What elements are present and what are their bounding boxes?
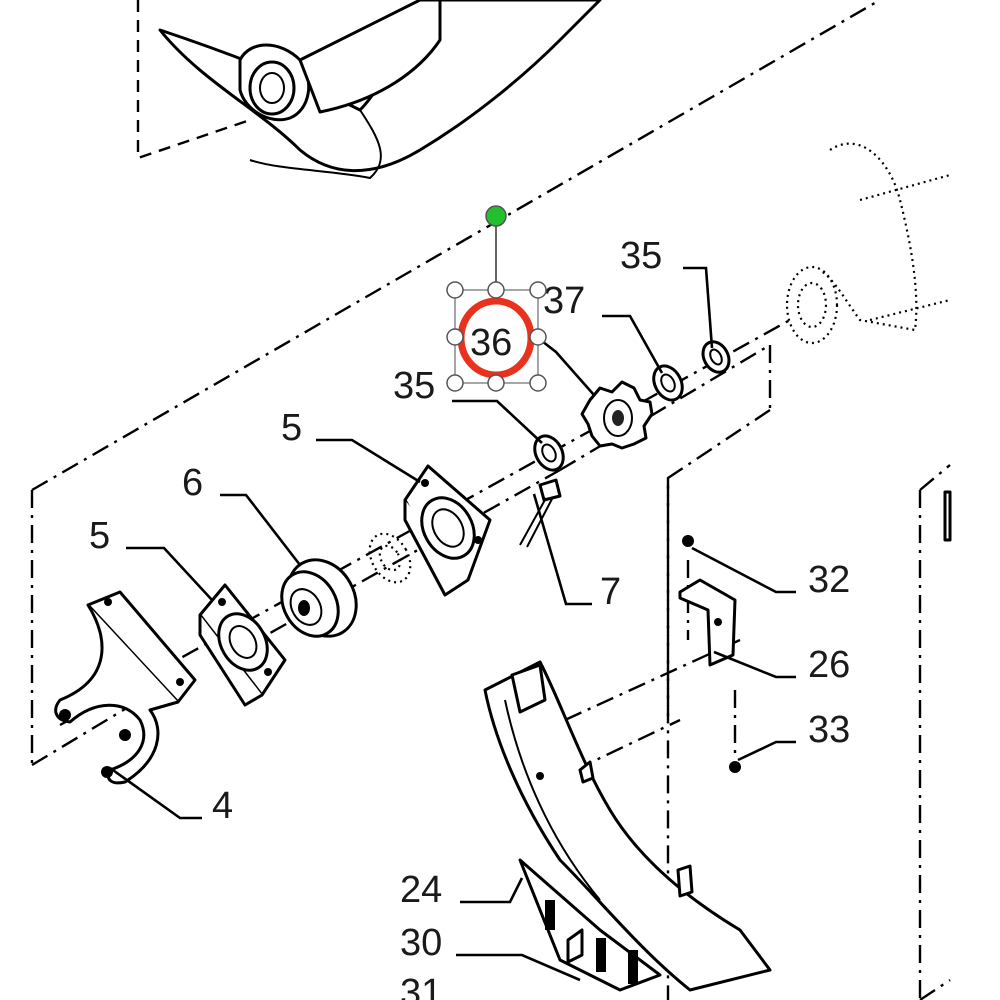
part-gear bbox=[580, 380, 654, 450]
callout-35-lower: 35 bbox=[393, 365, 435, 407]
part-5-upper-flange bbox=[403, 464, 492, 597]
dotted-bearing-ring bbox=[368, 532, 412, 584]
callout-26: 26 bbox=[808, 644, 850, 686]
callout-31: 31 bbox=[400, 972, 442, 1000]
callout-5-upper: 5 bbox=[281, 407, 302, 449]
part-35-lower bbox=[533, 434, 565, 472]
callout-5-lower: 5 bbox=[89, 515, 110, 557]
callout-labels: 35 37 35 5 6 5 7 32 26 33 4 24 30 31 bbox=[89, 235, 850, 1000]
callout-30: 30 bbox=[400, 922, 442, 964]
part-4-bracket bbox=[54, 590, 197, 785]
phantom-outline bbox=[30, 0, 951, 1000]
resize-handle-nw[interactable] bbox=[446, 281, 464, 299]
resize-handle-w[interactable] bbox=[446, 328, 464, 346]
selected-callout-36[interactable]: 36 bbox=[446, 205, 547, 392]
part-5-lower-flange bbox=[198, 583, 287, 707]
resize-handle-sw[interactable] bbox=[446, 374, 464, 392]
callout-33: 33 bbox=[808, 709, 850, 751]
resize-handle-se[interactable] bbox=[529, 374, 547, 392]
callout-36: 36 bbox=[470, 322, 512, 364]
callout-37: 37 bbox=[543, 280, 585, 322]
callout-32: 32 bbox=[808, 559, 850, 601]
right-edge-fragment bbox=[943, 490, 952, 542]
callout-35-upper: 35 bbox=[620, 235, 662, 277]
part-32-bolt bbox=[682, 535, 694, 547]
part-26-plate bbox=[678, 578, 737, 667]
part-24-shoe bbox=[483, 660, 772, 992]
part-6-bearing bbox=[280, 558, 358, 638]
right-auger-dotted bbox=[785, 142, 951, 345]
callout-7: 7 bbox=[600, 571, 621, 613]
upper-auger bbox=[136, 0, 602, 180]
resize-handle-e[interactable] bbox=[529, 328, 547, 346]
part-7-bolt bbox=[519, 478, 562, 548]
callout-24: 24 bbox=[400, 869, 442, 911]
rotate-handle[interactable] bbox=[485, 205, 507, 227]
part-35-upper bbox=[701, 340, 731, 374]
callout-6: 6 bbox=[182, 462, 203, 504]
callout-4: 4 bbox=[212, 785, 233, 827]
resize-handle-n[interactable] bbox=[487, 281, 505, 299]
leader-lines bbox=[109, 266, 796, 982]
part-33-nut bbox=[729, 761, 741, 773]
resize-handle-s[interactable] bbox=[487, 374, 505, 392]
resize-handle-ne[interactable] bbox=[529, 281, 547, 299]
